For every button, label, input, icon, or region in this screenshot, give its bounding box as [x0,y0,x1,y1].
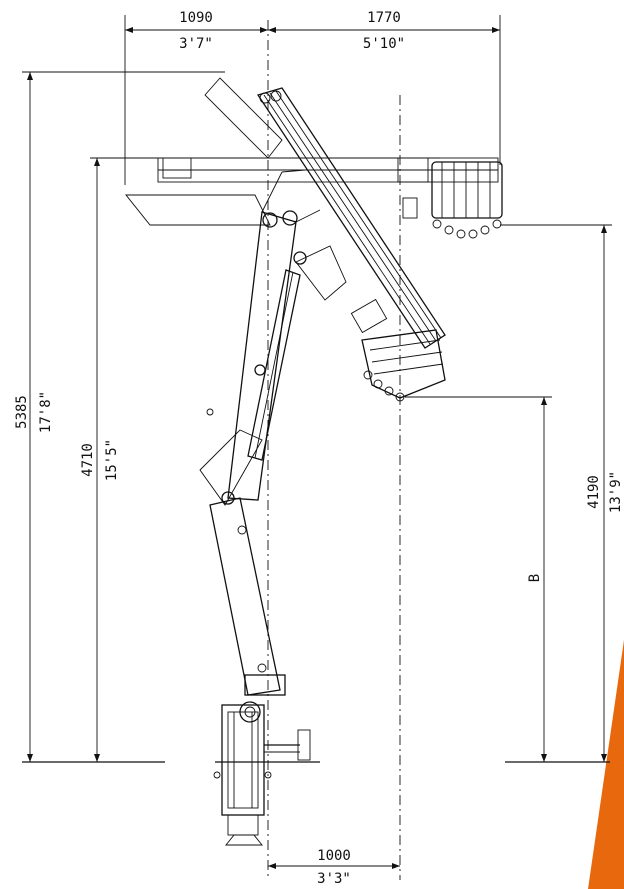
hydraulic-cylinder [247,269,301,461]
dim-top-left [124,15,268,185]
dim-bottom-imperial: 3'3" [317,871,351,887]
dim-hook-height-mm: 4190 [586,475,602,509]
dim-bottom-mm: 1000 [317,848,351,864]
dim-variable-b-label: B [527,574,543,582]
dim-variable-b [405,396,552,762]
dim-top-left-mm: 1090 [179,10,213,26]
dim-top-right-imperial: 5'10" [363,36,405,52]
dim-hook-height-imperial: 13'9" [608,471,624,513]
orange-accent-stripe [588,640,624,889]
dim-boom-height-mm: 4710 [80,443,96,477]
main-boom [256,87,446,349]
dim-total-height-imperial: 17'8" [38,391,54,433]
dim-top-left-imperial: 3'7" [179,36,213,52]
dim-boom-height-imperial: 15'5" [104,439,120,481]
inner-boom [199,169,347,506]
dim-top-right [268,15,501,165]
crane-base [213,701,311,846]
dim-top-right-mm: 1770 [367,10,401,26]
crane-column [209,497,286,696]
dim-bottom [268,863,400,869]
boom-hook-block [361,329,446,402]
dim-total-height-mm: 5385 [14,395,30,429]
dim-hook-height [500,224,612,762]
dim-total-height [22,71,225,762]
stowed-hook-block [402,161,503,239]
